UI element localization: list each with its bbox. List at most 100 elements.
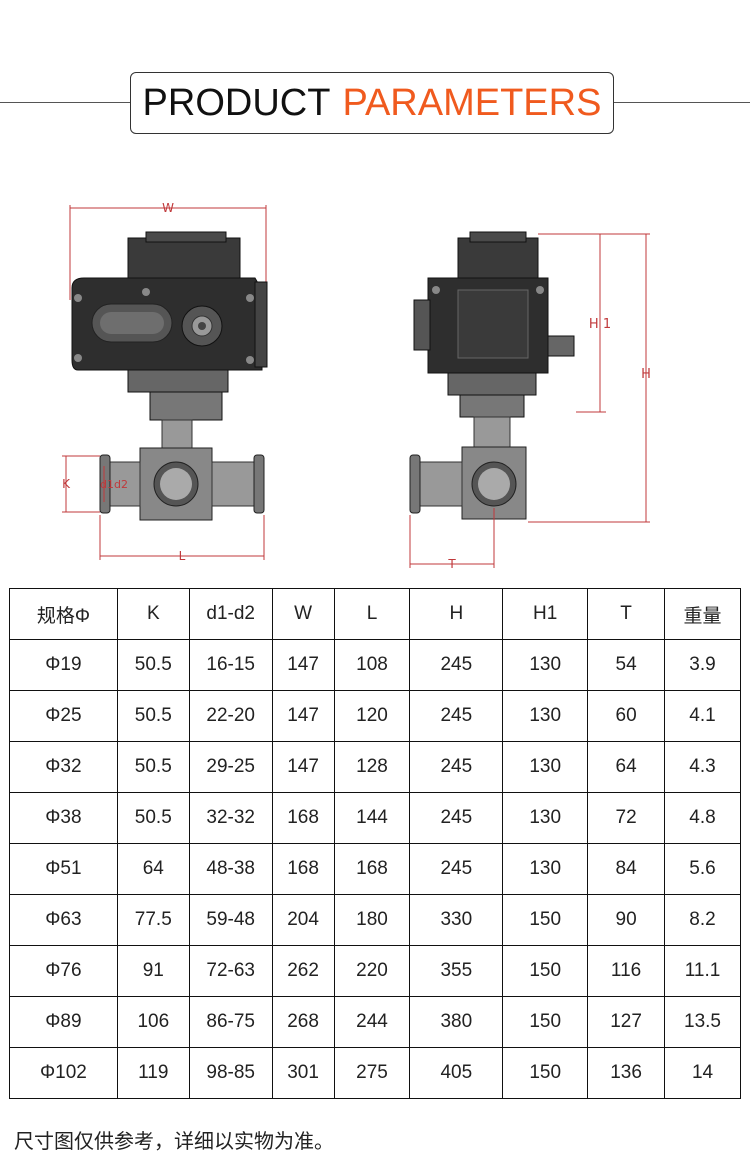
- right-view-drawing: H 1 H T: [409, 231, 651, 571]
- table-cell: Φ19: [9, 639, 118, 691]
- table-cell: 405: [409, 1047, 504, 1099]
- table-cell: 150: [502, 1047, 589, 1099]
- table-cell: 380: [409, 996, 504, 1048]
- table-cell: 77.5: [116, 894, 190, 946]
- dim-w-label: W: [162, 201, 174, 215]
- table-cell: Φ76: [9, 945, 118, 997]
- table-cell: 50.5: [116, 690, 190, 742]
- table-cell: 120: [333, 690, 411, 742]
- col-header-h1: H1: [502, 588, 589, 640]
- table-cell: Φ63: [9, 894, 118, 946]
- table-cell: 130: [502, 843, 589, 895]
- col-header-weight: 重量: [664, 588, 741, 640]
- technical-drawing: W K d1d2: [62, 201, 651, 571]
- table-cell: 245: [409, 792, 504, 844]
- table-cell: 72: [587, 792, 666, 844]
- table-cell: 5.6: [664, 843, 741, 895]
- table-cell: 54: [587, 639, 666, 691]
- header-line-right: [612, 102, 750, 103]
- page-title: PRODUCT PARAMETERS: [130, 72, 614, 134]
- table-cell: 150: [502, 894, 589, 946]
- title-accent: PARAMETERS: [342, 81, 602, 124]
- table-cell: 147: [271, 741, 335, 793]
- dim-d-label: d1d2: [100, 478, 128, 491]
- table-cell: 128: [333, 741, 411, 793]
- table-cell: Φ51: [9, 843, 118, 895]
- dim-t-label: T: [447, 557, 456, 571]
- table-cell: 13.5: [664, 996, 741, 1048]
- table-cell: 4.8: [664, 792, 741, 844]
- table-cell: 268: [271, 996, 335, 1048]
- table-cell: 4.3: [664, 741, 741, 793]
- table-cell: 168: [271, 843, 335, 895]
- table-cell: 50.5: [116, 741, 190, 793]
- table-cell: 355: [409, 945, 504, 997]
- table-cell: 150: [502, 945, 589, 997]
- table-cell: 245: [409, 741, 504, 793]
- col-header-w: W: [271, 588, 335, 640]
- header-line-left: [0, 102, 130, 103]
- table-cell: 60: [587, 690, 666, 742]
- left-view-drawing: W K d1d2: [62, 201, 268, 563]
- table-cell: 64: [116, 843, 190, 895]
- table-cell: 116: [587, 945, 666, 997]
- table-cell: 16-15: [188, 639, 273, 691]
- table-cell: 168: [333, 843, 411, 895]
- dim-h1-label: H 1: [589, 317, 611, 332]
- table-cell: 8.2: [664, 894, 741, 946]
- table-cell: Φ102: [9, 1047, 118, 1099]
- table-cell: 130: [502, 639, 589, 691]
- table-cell: 147: [271, 690, 335, 742]
- table-cell: 32-32: [188, 792, 273, 844]
- table-cell: 108: [333, 639, 411, 691]
- table-cell: 14: [664, 1047, 741, 1099]
- col-header-l: L: [333, 588, 411, 640]
- footnote: 尺寸图仅供参考，详细以实物为准。: [14, 1129, 334, 1153]
- table-cell: 11.1: [664, 945, 741, 997]
- col-header-h: H: [409, 588, 504, 640]
- table-cell: 86-75: [188, 996, 273, 1048]
- table-cell: 22-20: [188, 690, 273, 742]
- table-cell: 301: [271, 1047, 335, 1099]
- table-cell: 244: [333, 996, 411, 1048]
- table-cell: 330: [409, 894, 504, 946]
- table-cell: 72-63: [188, 945, 273, 997]
- table-cell: 3.9: [664, 639, 741, 691]
- dim-l-label: L: [179, 549, 186, 563]
- col-header-spec: 规格Φ: [9, 588, 118, 640]
- table-cell: Φ89: [9, 996, 118, 1048]
- table-cell: 136: [587, 1047, 666, 1099]
- table-cell: 130: [502, 741, 589, 793]
- table-cell: 59-48: [188, 894, 273, 946]
- table-cell: 262: [271, 945, 335, 997]
- col-header-k: K: [116, 588, 190, 640]
- table-cell: Φ38: [9, 792, 118, 844]
- table-cell: 50.5: [116, 639, 190, 691]
- table-cell: 127: [587, 996, 666, 1048]
- table-cell: 64: [587, 741, 666, 793]
- table-header-row: 规格Φ K d1-d2 W L H H1 T 重量: [9, 588, 741, 640]
- table-cell: 130: [502, 792, 589, 844]
- table-cell: 119: [116, 1047, 190, 1099]
- table-cell: 245: [409, 690, 504, 742]
- table-cell: 50.5: [116, 792, 190, 844]
- table-cell: 168: [271, 792, 335, 844]
- table-cell: 245: [409, 843, 504, 895]
- table-cell: 144: [333, 792, 411, 844]
- table-cell: 130: [502, 690, 589, 742]
- table-cell: 106: [116, 996, 190, 1048]
- table-cell: 91: [116, 945, 190, 997]
- dim-k-label: K: [62, 477, 71, 491]
- table-cell: 84: [587, 843, 666, 895]
- col-header-t: T: [587, 588, 666, 640]
